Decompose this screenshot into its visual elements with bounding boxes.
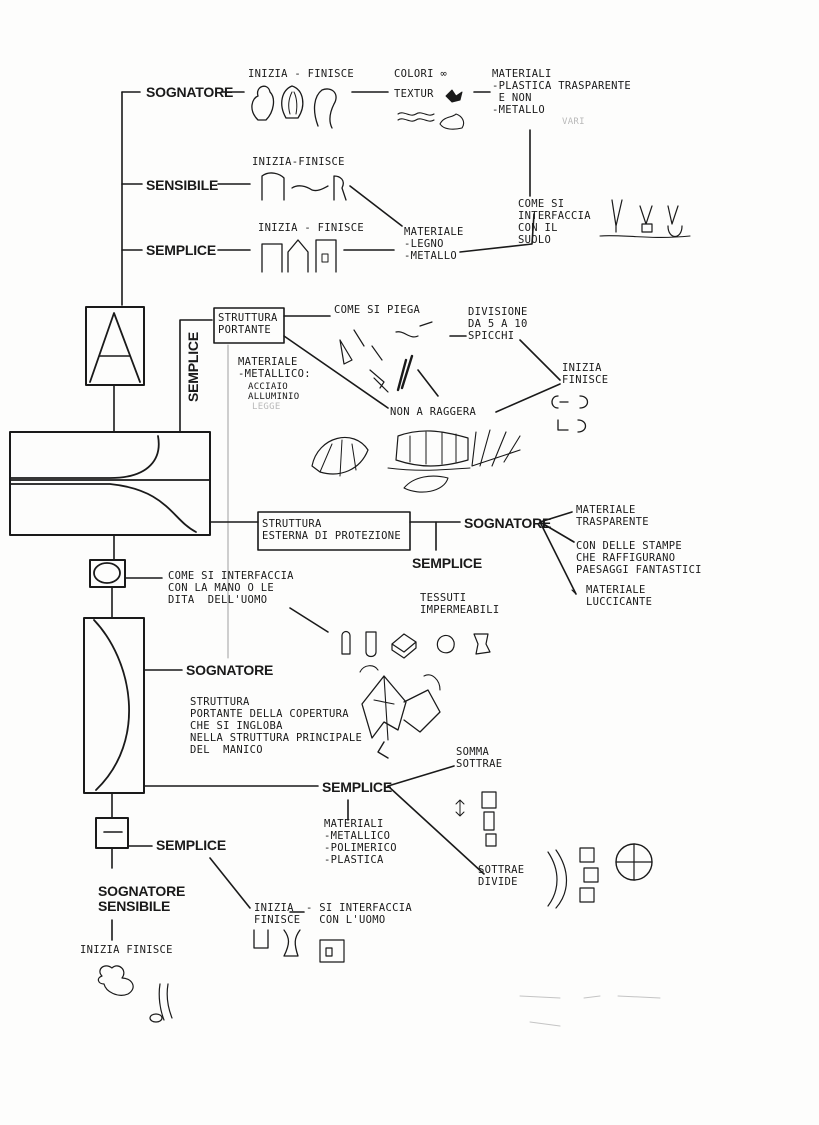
label-non-a-raggera: NON A RAGGERA — [390, 406, 477, 418]
label-legge: LEGGE — [252, 402, 281, 412]
label-si-interfaccia-uomo: - SI INTERFACCIA CON L'UOMO — [306, 902, 412, 926]
label-vari: VARI — [562, 117, 585, 127]
label-sognatore-sensibile: SOGNATORE SENSIBILE — [98, 883, 186, 914]
label-semplice-protezione: SEMPLICE — [412, 555, 482, 571]
label-con-delle-stampe: CON DELLE STAMPE CHE RAFFIGURANO PAESAGG… — [576, 540, 702, 576]
label-textur: TEXTUR — [394, 88, 434, 100]
label-sognatore-protezione: SOGNATORE — [464, 515, 552, 531]
label-inizia-finisce-1: INIZIA - FINISCE — [248, 68, 354, 80]
label-inizia-finisce-bottom: INIZIA FINISCE — [80, 944, 173, 956]
label-materiale-trasparente: MATERIALE TRASPARENTE — [576, 504, 649, 528]
label-materiali-top: MATERIALI -PLASTICA TRASPARENTE E NON -M… — [492, 68, 632, 116]
tip-branch-lines — [97, 845, 345, 1023]
top-branch-lines — [217, 85, 691, 273]
label-sognatore-manico: SOGNATORE — [186, 662, 274, 678]
label-inizia-finisce-canopy: INIZIA FINISCE — [562, 362, 609, 386]
label-semplice-tip: SEMPLICE — [156, 837, 226, 853]
label-come-si-piega: COME SI PIEGA — [334, 304, 421, 316]
label-colori: COLORI ∞ — [394, 68, 447, 80]
label-struttura-portante: STRUTTURA PORTANTE — [218, 312, 278, 336]
label-materiale-legno: MATERIALE -LEGNO -METALLO — [404, 226, 464, 262]
handle-branch-lines — [143, 665, 441, 759]
label-struttura-esterna: STRUTTURA ESTERNA DI PROTEZIONE — [262, 518, 402, 542]
label-acciaio-alluminio: ACCIAIO ALLUMINIO — [248, 382, 300, 402]
label-inizia-finisce-2: INIZIA-FINISCE — [252, 156, 345, 168]
label-materiale-luccicante: MATERIALE LUCCICANTE — [586, 584, 653, 608]
hand-branch-lines — [124, 577, 491, 659]
lower-branch-lines — [143, 765, 653, 909]
label-sognatore-top: SOGNATORE — [146, 84, 234, 100]
label-come-si-interfaccia-suolo: COME SI INTERFACCIA CON IL SUOLO — [518, 198, 591, 246]
label-sensibile: SENSIBILE — [146, 177, 219, 193]
label-divisione: DIVISIONE DA 5 A 10 SPICCHI — [468, 306, 528, 342]
pencil-marks — [519, 995, 661, 1027]
top-trunk — [121, 91, 143, 306]
label-sottrae-divide: SOTTRAE DIVIDE — [478, 864, 525, 888]
label-inizia-finisce-3: INIZIA - FINISCE — [258, 222, 364, 234]
label-semplice-lower: SEMPLICE — [322, 779, 392, 795]
label-struttura-portante-copertura: STRUTTURA PORTANTE DELLA COPERTURA CHE S… — [190, 696, 363, 756]
label-tessuti: TESSUTI IMPERMEABILI — [420, 592, 500, 616]
canopy-branch-lines — [179, 307, 589, 659]
label-semplice-top: SEMPLICE — [146, 242, 216, 258]
label-semplice-vertical: SEMPLICE — [185, 332, 201, 402]
protection-branch-lines — [209, 511, 577, 595]
label-somma-sottrae: SOMMA SOTTRAE — [456, 746, 503, 770]
label-come-si-interfaccia-mano: COME SI INTERFACCIA CON LA MANO O LE DIT… — [168, 570, 294, 606]
label-materiali-lower: MATERIALI -METALLICO -POLIMERICO -PLASTI… — [324, 818, 397, 866]
label-inizia-finisce-tip: INIZIA FINISCE — [254, 902, 301, 926]
label-materiale-metallico: MATERIALE -METALLICO: — [238, 356, 311, 380]
umbrella-column — [9, 306, 211, 869]
